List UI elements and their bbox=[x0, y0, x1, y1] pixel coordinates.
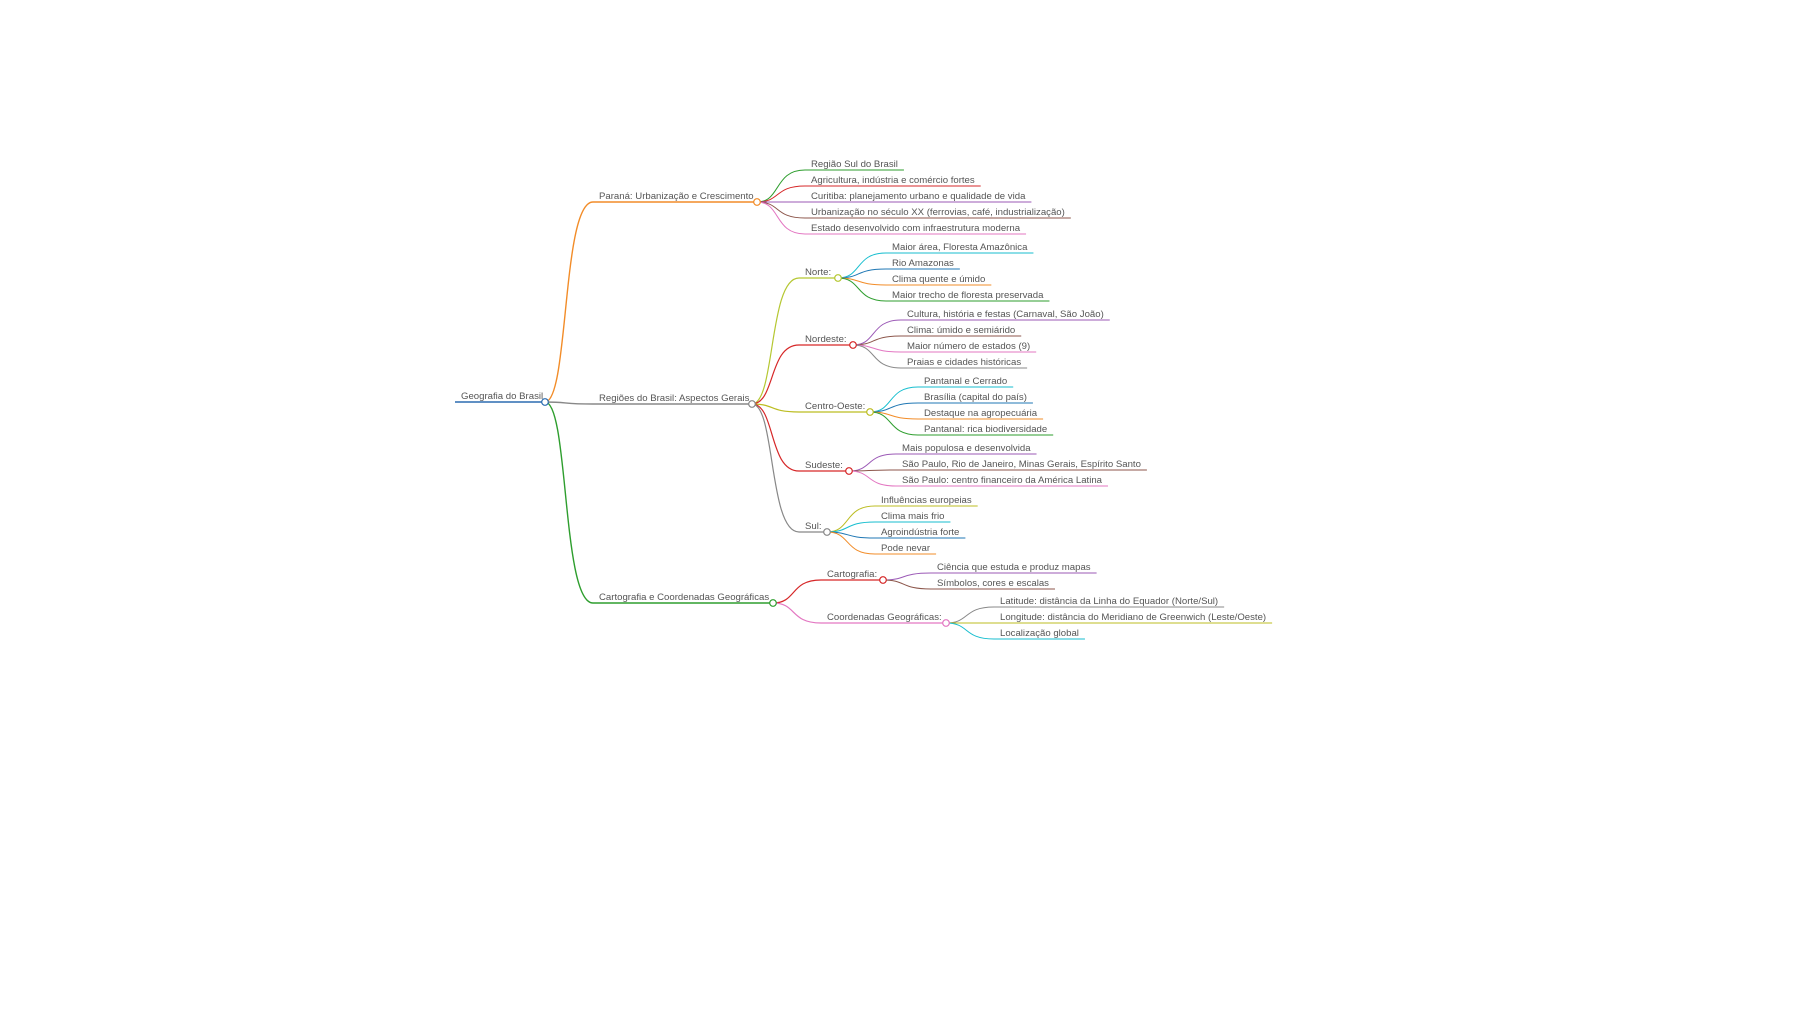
branch-2-sub-3-leaf-connector bbox=[869, 386, 919, 413]
mindmap-node-dots bbox=[541, 198, 950, 627]
branch-2-sub-2-dot bbox=[849, 341, 857, 349]
branch-3-sub-1-leaf-label: Símbolos, cores e escalas bbox=[937, 578, 1049, 589]
root-topic-label: Geografia do Brasil bbox=[461, 391, 543, 402]
branch-2-sub-1-label: Norte: bbox=[805, 267, 831, 278]
branch-3-sub-1-label: Cartografia: bbox=[827, 569, 877, 580]
branch-3-dot bbox=[769, 599, 777, 607]
branch-2-sub-3-leaf-connector bbox=[869, 411, 919, 436]
branch-3-label: Cartografia e Coordenadas Geográficas bbox=[599, 592, 769, 603]
branch-1-leaf-label: Região Sul do Brasil bbox=[811, 159, 898, 170]
branch-1-connector bbox=[544, 201, 594, 403]
branch-2-sub-5-leaf-label: Clima mais frio bbox=[881, 511, 944, 522]
branch-3-sub-1-dot bbox=[879, 576, 887, 584]
branch-2-sub-2-leaf-label: Clima: úmido e semiárido bbox=[907, 325, 1015, 336]
branch-3-sub-1-leaf-connector bbox=[882, 572, 932, 581]
branch-2-sub-2-leaf-connector bbox=[852, 344, 902, 369]
branch-2-sub-5-dot bbox=[823, 528, 831, 536]
branch-3-sub-2-dot bbox=[942, 619, 950, 627]
branch-3-sub-2-leaf-connector bbox=[945, 606, 995, 624]
branch-2-sub-1-leaf-label: Clima quente e úmido bbox=[892, 274, 985, 285]
branch-1-leaf-connector bbox=[756, 185, 806, 203]
branch-2-sub-3-leaf-label: Destaque na agropecuária bbox=[924, 408, 1038, 419]
branch-2-sub-5-connector bbox=[751, 403, 800, 533]
mindmap-edges bbox=[455, 169, 1273, 640]
branch-1-dot bbox=[753, 198, 761, 206]
branch-2-sub-4-connector bbox=[751, 403, 800, 472]
branch-2-sub-2-connector bbox=[751, 344, 800, 405]
branch-2-sub-4-leaf-label: São Paulo: centro financeiro da América … bbox=[902, 475, 1103, 486]
branch-2-sub-3-dot bbox=[866, 408, 874, 416]
branch-2-sub-1-leaf-label: Maior trecho de floresta preservada bbox=[892, 290, 1044, 301]
branch-3-sub-2-leaf-label: Longitude: distância do Meridiano de Gre… bbox=[1000, 612, 1266, 623]
branch-1-leaf-label: Urbanização no século XX (ferrovias, caf… bbox=[811, 207, 1065, 218]
branch-2-sub-3-leaf-label: Pantanal: rica biodiversidade bbox=[924, 424, 1047, 435]
branch-2-sub-5-leaf-label: Influências europeias bbox=[881, 495, 972, 506]
branch-2-sub-4-leaf-connector bbox=[848, 453, 897, 472]
branch-1-leaf-label: Estado desenvolvido com infraestrutura m… bbox=[811, 223, 1021, 234]
branch-2-sub-4-label: Sudeste: bbox=[805, 460, 843, 471]
branch-1-leaf-connector bbox=[756, 201, 806, 219]
branch-2-dot bbox=[748, 400, 756, 408]
branch-2-connector bbox=[544, 401, 594, 405]
branch-2-sub-3-label: Centro-Oeste: bbox=[805, 401, 865, 412]
branch-3-sub-1-connector bbox=[772, 579, 822, 604]
branch-1-leaf-connector bbox=[756, 201, 806, 235]
branch-2-sub-2-leaf-label: Praias e cidades históricas bbox=[907, 357, 1021, 368]
branch-2-sub-4-leaf-connector bbox=[848, 470, 897, 487]
branch-2-sub-5-leaf-connector bbox=[826, 505, 876, 533]
branch-3-sub-2-leaf-connector bbox=[945, 622, 995, 640]
branch-3-sub-1-leaf-label: Ciência que estuda e produz mapas bbox=[937, 562, 1091, 573]
root-topic-dot bbox=[541, 398, 549, 406]
branch-2-sub-4-leaf-label: São Paulo, Rio de Janeiro, Minas Gerais,… bbox=[902, 459, 1141, 470]
branch-2-sub-2-leaf-connector bbox=[852, 319, 902, 346]
branch-3-sub-2-label: Coordenadas Geográficas: bbox=[827, 612, 942, 623]
branch-2-label: Regiões do Brasil: Aspectos Gerais bbox=[599, 393, 750, 404]
branch-2-sub-1-leaf-connector bbox=[837, 277, 887, 302]
branch-2-sub-2-leaf-label: Cultura, história e festas (Carnaval, Sã… bbox=[907, 309, 1104, 320]
branch-2-sub-3-leaf-label: Pantanal e Cerrado bbox=[924, 376, 1007, 387]
branch-3-sub-2-leaf-label: Localização global bbox=[1000, 628, 1079, 639]
branch-2-sub-5-leaf-label: Agroindústria forte bbox=[881, 527, 959, 538]
branch-2-sub-3-leaf-label: Brasília (capital do país) bbox=[924, 392, 1027, 403]
branch-1-label: Paraná: Urbanização e Crescimento bbox=[599, 191, 754, 202]
branch-2-sub-1-leaf-connector bbox=[837, 252, 887, 279]
branch-2-sub-1-dot bbox=[834, 274, 842, 282]
branch-1-leaf-label: Curitiba: planejamento urbano e qualidad… bbox=[811, 191, 1026, 202]
branch-3-sub-1-leaf-connector bbox=[882, 579, 932, 590]
branch-2-sub-2-label: Nordeste: bbox=[805, 334, 847, 345]
branch-3-sub-2-connector bbox=[772, 602, 822, 624]
branch-2-sub-4-leaf-label: Mais populosa e desenvolvida bbox=[902, 443, 1031, 454]
branch-2-sub-5-label: Sul: bbox=[805, 521, 822, 532]
branch-2-sub-5-leaf-connector bbox=[826, 531, 876, 555]
branch-2-sub-1-leaf-label: Rio Amazonas bbox=[892, 258, 954, 269]
branch-2-sub-4-dot bbox=[845, 467, 853, 475]
branch-2-sub-1-leaf-label: Maior área, Floresta Amazônica bbox=[892, 242, 1028, 253]
branch-2-sub-2-leaf-label: Maior número de estados (9) bbox=[907, 341, 1030, 352]
branch-3-sub-2-leaf-label: Latitude: distância da Linha do Equador … bbox=[1000, 596, 1218, 607]
branch-2-sub-5-leaf-label: Pode nevar bbox=[881, 543, 931, 554]
branch-2-sub-1-connector bbox=[751, 277, 800, 405]
branch-2-sub-3-connector bbox=[751, 403, 800, 413]
branch-1-leaf-label: Agricultura, indústria e comércio fortes bbox=[811, 175, 975, 186]
branch-3-connector bbox=[544, 401, 594, 604]
mindmap-labels: Geografia do Brasil Paraná: Urbanização e… bbox=[461, 159, 1266, 639]
